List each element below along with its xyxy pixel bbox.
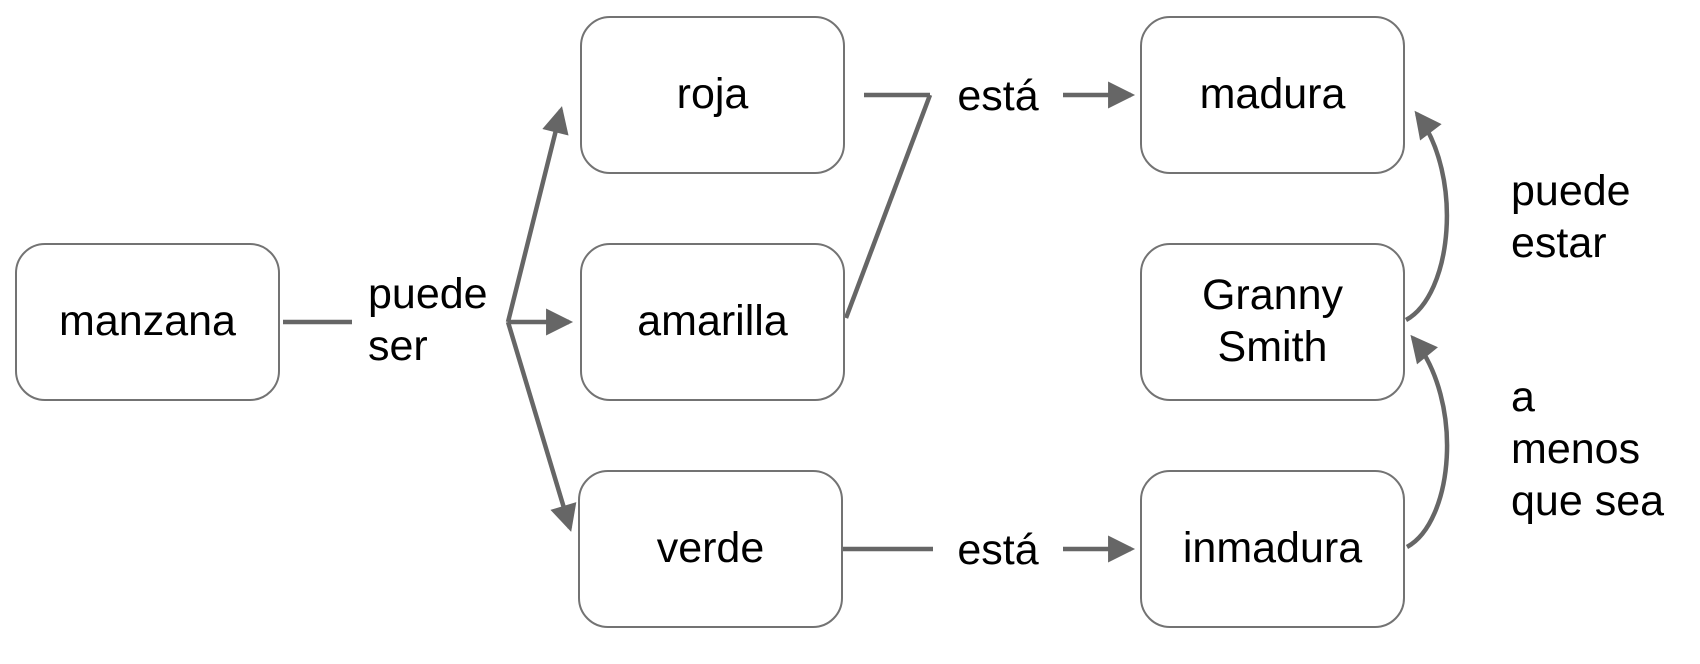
node-roja: roja bbox=[580, 16, 845, 174]
edge-branch-to-verde bbox=[505, 321, 577, 532]
node-amarilla: amarilla bbox=[580, 243, 845, 401]
node-granny-smith: Granny Smith bbox=[1140, 243, 1405, 401]
edge-amarilla-to-junction bbox=[843, 94, 933, 319]
edge-granny-to-madura-curve bbox=[1404, 110, 1450, 322]
edge-label-esta-bottom: está bbox=[957, 526, 1039, 574]
edge-branch-to-roja bbox=[505, 106, 569, 323]
node-inmadura: inmadura bbox=[1140, 470, 1405, 628]
node-verde: verde bbox=[578, 470, 843, 628]
edge-inmadura-to-granny-curve bbox=[1405, 334, 1450, 549]
node-manzana: manzana bbox=[15, 243, 280, 401]
edge-label-esta-top: está bbox=[957, 72, 1039, 120]
node-madura: madura bbox=[1140, 16, 1405, 174]
edge-label-puede-ser: puede ser bbox=[368, 270, 488, 370]
edge-label-a-menos-que-sea: a menos que sea bbox=[1511, 373, 1665, 525]
edge-label-puede-estar: puede estar bbox=[1511, 167, 1631, 267]
